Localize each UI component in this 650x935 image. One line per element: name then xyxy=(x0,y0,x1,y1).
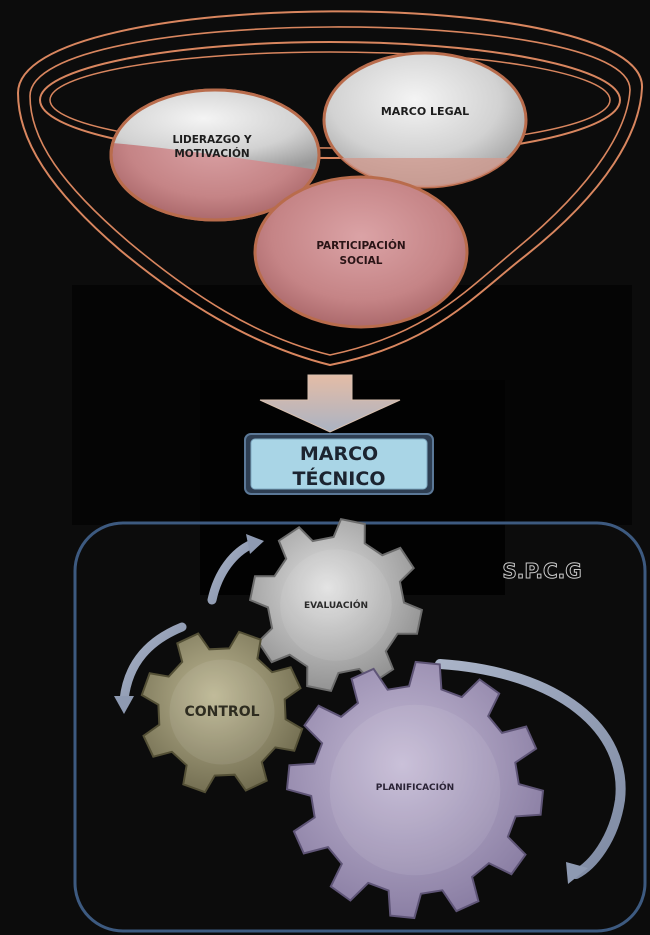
leadership-ellipse: LIDERAZGO Y MOTIVACIÓN xyxy=(109,88,321,222)
participation-ellipse: PARTICIPACIÓN SOCIAL xyxy=(253,175,469,329)
funnel-rim-inner xyxy=(49,51,611,149)
gear-evaluation-hub xyxy=(280,549,392,661)
cycle-arrow-right xyxy=(435,659,626,879)
down-arrow-icon xyxy=(259,374,401,433)
technical-frame-line1: MARCO xyxy=(300,443,378,465)
funnel-outline-outer xyxy=(16,10,644,367)
planning-gear-label: PLANIFICACIÓN xyxy=(376,781,454,793)
leadership-label-line2: MOTIVACIÓN xyxy=(174,147,249,160)
gear-planning-hub xyxy=(329,704,501,876)
funnel-outline-inner xyxy=(29,26,631,356)
cycle-arrow-top-head-icon xyxy=(246,534,264,554)
gear-evaluation-shape xyxy=(248,517,424,693)
gear-control-hub xyxy=(169,659,275,765)
participation-label-line2: SOCIAL xyxy=(340,255,383,267)
evaluation-gear-label: EVALUACIÓN xyxy=(304,599,368,611)
leadership-label-line1: LIDERAZGO Y xyxy=(172,134,252,146)
system-label: S.P.C.G xyxy=(502,559,581,583)
control-gear: CONTROL xyxy=(140,630,304,794)
participation-label-line1: PARTICIPACIÓN xyxy=(316,239,405,252)
evaluation-gear: EVALUACIÓN xyxy=(248,517,424,693)
technical-frame-line2: TÉCNICO xyxy=(293,467,386,490)
cycle-arrow-left xyxy=(119,622,187,705)
cycle-arrow-left-head-icon xyxy=(114,696,134,714)
cycle-arrow-top xyxy=(207,539,257,605)
technical-frame-box: MARCO TÉCNICO xyxy=(244,433,434,495)
funnel-rim xyxy=(39,41,621,159)
legal-label: MARCO LEGAL xyxy=(381,105,469,118)
control-gear-label: CONTROL xyxy=(184,704,259,720)
gear-planning-shape xyxy=(285,660,545,920)
gear-control-shape xyxy=(140,630,304,794)
cycle-arrow-right-head-icon xyxy=(566,862,588,884)
planning-gear: PLANIFICACIÓN xyxy=(285,660,545,920)
